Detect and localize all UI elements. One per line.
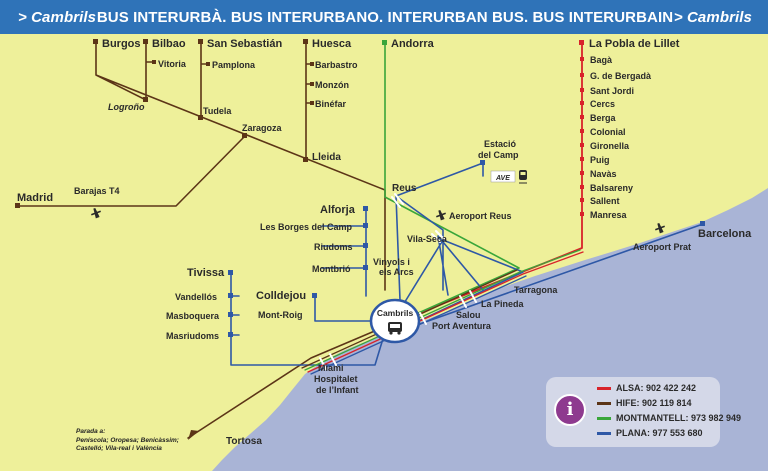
label-navas: Navàs — [590, 169, 617, 179]
cambrils-hub: Cambrils — [369, 298, 421, 344]
label-colldejou: Colldejou — [256, 290, 306, 302]
legend-swatch-plana — [597, 431, 611, 435]
label-montbrio: Montbrió — [312, 264, 351, 274]
legend-row-hife: HIFE: 902 119 814 — [597, 398, 692, 408]
label-alforja: Alforja — [320, 204, 356, 216]
label-borges: Les Borges del Camp — [260, 222, 353, 232]
legend-label-hife: HIFE: 902 119 814 — [616, 398, 692, 408]
legend-row-montmantell: MONTMANTELL: 973 982 949 — [597, 413, 741, 423]
airplane-icon — [655, 222, 665, 234]
coastal-corridor-red — [307, 251, 584, 373]
label-vitoria: Vitoria — [158, 59, 187, 69]
note-line-2: Peníscola; Oropesa; Benicàssim; — [76, 436, 179, 444]
label-estacio-1: Estació — [484, 139, 517, 149]
label-madrid: Madrid — [17, 192, 53, 204]
label-tivissa: Tivissa — [187, 267, 225, 279]
label-barcelona: Barcelona — [698, 228, 752, 240]
legend-swatch-hife — [597, 401, 611, 405]
label-bilbao: Bilbao — [152, 38, 186, 50]
label-vandellos: Vandellós — [175, 292, 217, 302]
label-hospitalet-2: de l’Infant — [316, 385, 359, 395]
label-aeroport-prat: Aeroport Prat — [633, 242, 691, 252]
label-andorra: Andorra — [391, 38, 435, 50]
legend-label-montmantell: MONTMANTELL: 973 982 949 — [616, 413, 742, 423]
label-cercs: Cercs — [590, 99, 615, 109]
legend-label-alsa: ALSA: 902 422 242 — [616, 383, 697, 393]
label-puig: Puig — [590, 155, 610, 165]
airplane-icon — [91, 207, 101, 219]
hife-route-madrid — [17, 135, 246, 207]
label-vinyols-2: els Arcs — [379, 267, 414, 277]
ave-badge — [490, 170, 516, 183]
label-salou: Salou — [456, 310, 481, 320]
stop-markers — [15, 39, 705, 337]
label-miami: Miami — [318, 363, 344, 373]
label-balsareny: Balsareny — [590, 183, 633, 193]
label-masriudoms: Masriudoms — [166, 331, 219, 341]
label-estacio-2: del Camp — [478, 150, 519, 160]
header-title: BUS INTERURBÀ. BUS INTERURBANO. INTERURB… — [96, 8, 674, 26]
label-gbergada: G. de Bergadà — [590, 71, 652, 81]
label-tortosa: Tortosa — [226, 436, 262, 447]
legend: i ALSA: 902 422 242 HIFE: 902 119 814 MO… — [546, 377, 741, 447]
legend-row-alsa: ALSA: 902 422 242 — [597, 383, 696, 393]
label-montroig: Mont-Roig — [258, 310, 302, 320]
legend-swatch-montmantell — [597, 416, 611, 420]
label-gironella: Gironella — [590, 141, 630, 151]
header-left-link[interactable]: > Cambrils — [18, 8, 97, 26]
coastal-corridor — [304, 249, 581, 371]
label-pamplona: Pamplona — [212, 60, 256, 70]
label-san-sebastian: San Sebastián — [207, 38, 282, 50]
label-lleida: Lleida — [312, 152, 341, 163]
label-logrono: Logroño — [108, 102, 145, 112]
label-aeroport-reus: Aeroport Reus — [449, 211, 512, 221]
label-sallent: Sallent — [590, 196, 620, 206]
plana-route — [230, 162, 704, 366]
header-bar: > Cambrils BUS INTERURBÀ. BUS INTERURBAN… — [0, 0, 768, 34]
label-berga: Berga — [590, 113, 617, 123]
label-baga: Bagà — [590, 55, 613, 65]
label-colonial: Colonial — [590, 127, 626, 137]
label-barbastro: Barbastro — [315, 60, 358, 70]
label-portaventura: Port Aventura — [432, 321, 492, 331]
label-huesca: Huesca — [312, 38, 352, 50]
label-vinyols-1: Vinyols i — [373, 257, 410, 267]
label-santjordi: Sant Jordi — [590, 86, 634, 96]
note-line-1: Parada a: — [76, 428, 106, 435]
header-right-link[interactable]: > Cambrils — [673, 8, 752, 26]
hife-route-coast — [187, 326, 385, 439]
label-barajas: Barajas T4 — [74, 186, 120, 196]
label-vilaseca: Vila-Seca — [407, 234, 448, 244]
label-hospitalet-1: Hospitalet — [314, 374, 358, 384]
info-icon: i — [554, 394, 586, 426]
airplane-icon — [436, 209, 446, 221]
note-line-3: Castelló; Vila-real i València — [76, 445, 162, 452]
label-tudela: Tudela — [203, 106, 232, 116]
label-riudoms: Riudoms — [314, 242, 353, 252]
label-masboquera: Masboquera — [166, 311, 220, 321]
legend-swatch-alsa — [597, 386, 611, 390]
montmantell-route — [384, 42, 520, 324]
ave-label: AVE — [495, 175, 510, 182]
label-burgos: Burgos — [102, 38, 141, 50]
place-labels: Burgos Bilbao Vitoria Logroño San Sebast… — [17, 38, 752, 447]
label-reus: Reus — [392, 183, 417, 194]
legend-label-plana: PLANA: 977 553 680 — [616, 428, 703, 438]
train-icon — [519, 170, 527, 184]
label-monzon: Monzón — [315, 80, 349, 90]
stops-note: Parada a: Peníscola; Oropesa; Benicàssim… — [76, 428, 186, 454]
label-manresa: Manresa — [590, 210, 628, 220]
arrow-tortosa — [188, 430, 199, 440]
label-zaragoza: Zaragoza — [242, 123, 283, 133]
label-lapineda: La Pineda — [481, 299, 525, 309]
label-tarragona: Tarragona — [514, 285, 558, 295]
cambrils-label: Cambrils — [377, 308, 414, 318]
label-pobla: La Pobla de Lillet — [589, 38, 680, 50]
label-binefar: Binéfar — [315, 99, 347, 109]
legend-row-plana: PLANA: 977 553 680 — [597, 428, 703, 438]
